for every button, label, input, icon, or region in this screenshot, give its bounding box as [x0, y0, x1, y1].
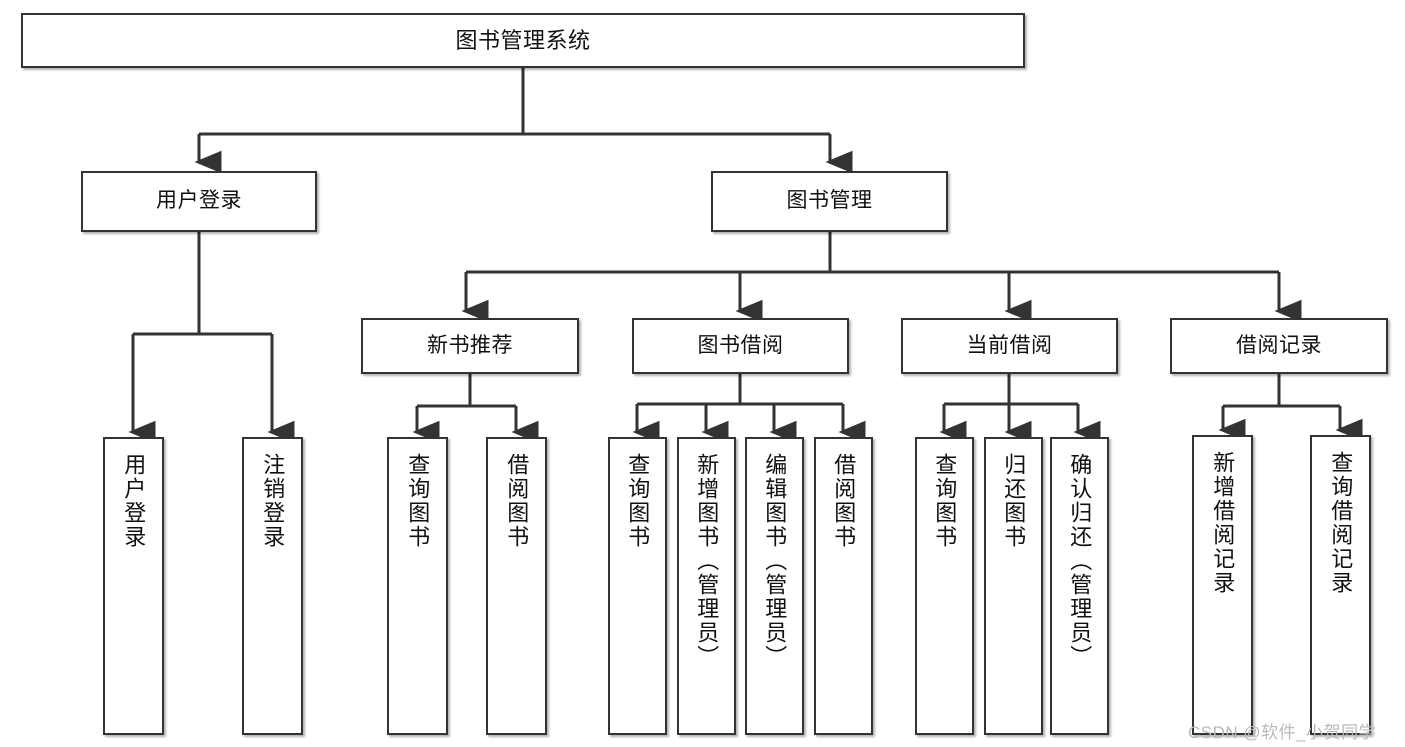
node-book-borrow[interactable]: 图书借阅 [632, 318, 849, 374]
node-label: 查询图书 [405, 453, 431, 549]
node-label: 新增图书（管理员） [694, 453, 720, 669]
node-label: 查询图书 [625, 453, 651, 549]
node-label: 查询图书 [932, 453, 958, 549]
leaf-current-return-book[interactable]: 归还图书 [984, 437, 1043, 735]
leaf-borrow-query-book[interactable]: 查询图书 [608, 437, 667, 735]
node-user-login[interactable]: 用户登录 [81, 171, 317, 232]
node-label: 图书借阅 [697, 333, 784, 357]
node-label: 当前借阅 [966, 333, 1053, 357]
node-label: 借阅记录 [1236, 333, 1322, 357]
node-root-system[interactable]: 图书管理系统 [21, 13, 1025, 68]
node-book-management[interactable]: 图书管理 [711, 171, 948, 232]
node-borrow-record[interactable]: 借阅记录 [1170, 318, 1388, 374]
node-label: 图书管理系统 [455, 27, 591, 53]
leaf-record-query-record[interactable]: 查询借阅记录 [1310, 435, 1371, 735]
csdn-watermark: CSDN @软件_小贺同学 [1188, 723, 1377, 742]
node-label: 借阅图书 [831, 453, 857, 549]
leaf-recommend-borrow-book[interactable]: 借阅图书 [486, 437, 547, 735]
node-label: 用户登录 [121, 453, 147, 549]
node-label: 编辑图书（管理员） [762, 453, 788, 669]
node-label: 用户登录 [156, 189, 242, 213]
node-label: 查询借阅记录 [1328, 451, 1354, 595]
leaf-borrow-edit-book-admin[interactable]: 编辑图书（管理员） [745, 437, 804, 735]
leaf-current-confirm-return-admin[interactable]: 确认归还（管理员） [1050, 437, 1109, 735]
leaf-borrow-add-book-admin[interactable]: 新增图书（管理员） [677, 437, 736, 735]
node-label: 注销登录 [260, 453, 286, 549]
node-label: 新书推荐 [427, 333, 513, 357]
node-label: 确认归还（管理员） [1067, 453, 1093, 669]
node-label: 图书管理 [786, 189, 873, 213]
leaf-recommend-query-book[interactable]: 查询图书 [387, 437, 448, 735]
leaf-user-login-signin[interactable]: 用户登录 [103, 437, 164, 735]
leaf-borrow-borrow-book[interactable]: 借阅图书 [814, 437, 873, 735]
leaf-user-login-signout[interactable]: 注销登录 [242, 437, 303, 735]
node-label: 归还图书 [1001, 453, 1027, 549]
node-current-borrow[interactable]: 当前借阅 [901, 318, 1118, 374]
node-label: 新增借阅记录 [1210, 451, 1236, 595]
node-label: 借阅图书 [504, 453, 530, 549]
leaf-current-query-book[interactable]: 查询图书 [915, 437, 974, 735]
leaf-record-add-record[interactable]: 新增借阅记录 [1192, 435, 1253, 735]
node-new-book-recommend[interactable]: 新书推荐 [361, 318, 579, 374]
